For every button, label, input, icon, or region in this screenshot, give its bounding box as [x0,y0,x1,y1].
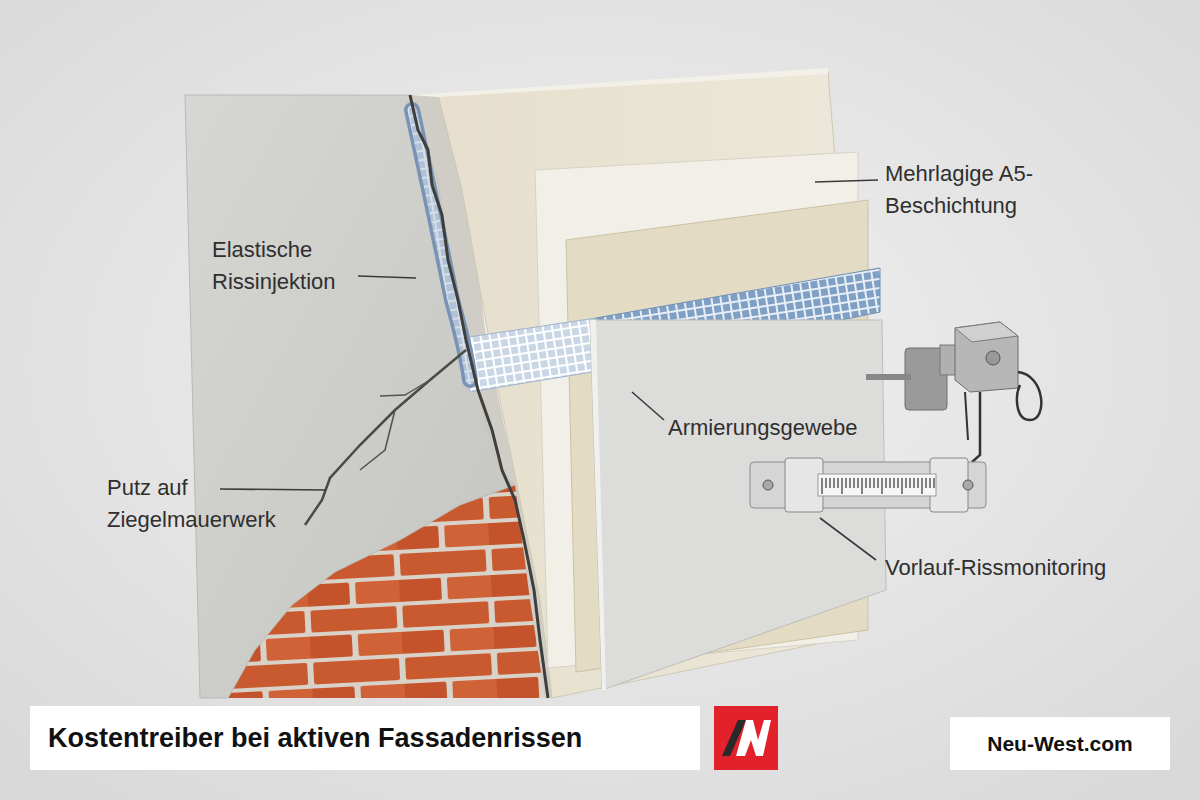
coating-label: Mehrlagige A5- Beschichtung [885,158,1060,222]
logo [714,706,778,770]
title-box: Kostentreiber bei aktiven Fassadenrissen [30,706,700,770]
monitoring-label: Vorlauf-Rissmonitoring [885,552,1106,584]
title-text: Kostentreiber bei aktiven Fassadenrissen [48,723,582,754]
mesh-label: Armierungsgewebe [668,412,858,444]
injection-label: Elastische Rissinjektion [212,234,362,298]
watermark: Neu-West.com [987,732,1132,756]
leader-lines [220,180,878,560]
watermark-box: Neu-West.com [950,717,1170,770]
plaster-label: Putz auf Ziegelmauerwerk [107,472,297,536]
